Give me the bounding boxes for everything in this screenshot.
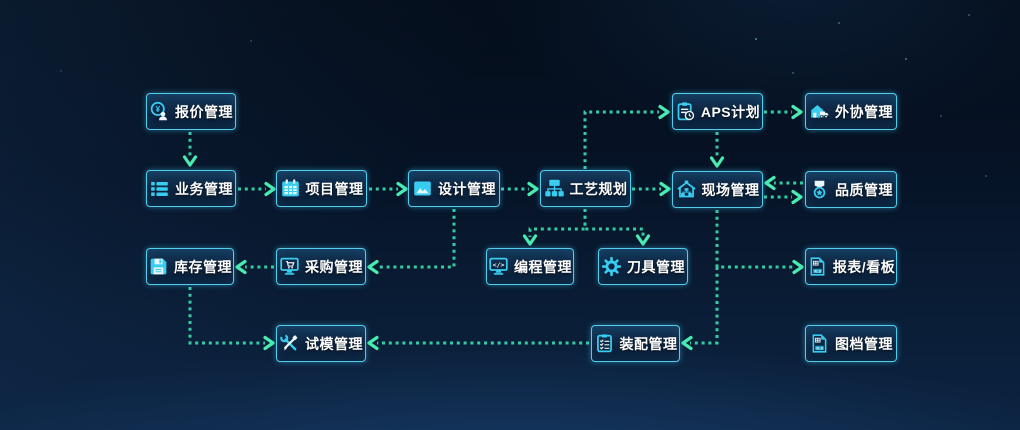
node-label: 装配管理 <box>619 335 678 352</box>
edge-process-to-aps <box>583 110 659 169</box>
arrowhead-icon <box>791 189 803 205</box>
arrowhead-icon <box>182 155 198 167</box>
node-quality-management[interactable]: 品质管理 <box>805 171 897 208</box>
node-inventory-management[interactable]: 库存管理 <box>146 248 234 285</box>
arrowhead-icon <box>264 181 276 197</box>
clipboard-clock-icon <box>675 101 696 122</box>
floppy-disk-icon <box>148 256 169 277</box>
edge-process-to-tool <box>583 209 645 237</box>
node-drawing-archive-management[interactable]: XLS 图档管理 <box>805 325 897 362</box>
arrowhead-icon <box>527 181 539 197</box>
wrench-screwdriver-icon <box>279 333 300 354</box>
node-label: 项目管理 <box>305 180 364 197</box>
node-design-management[interactable]: 设计管理 <box>408 170 500 207</box>
node-label: 采购管理 <box>305 258 363 275</box>
node-label: 试模管理 <box>305 335 363 352</box>
node-aps-plan[interactable]: APS计划 <box>672 93 763 130</box>
node-label: 设计管理 <box>438 180 496 197</box>
node-business-management[interactable]: 业务管理 <box>146 170 236 207</box>
arrowhead-icon <box>635 234 651 246</box>
svg-text:XLS: XLS <box>816 346 824 350</box>
arrowhead-icon <box>367 335 379 351</box>
edge-site-to-report <box>715 210 794 269</box>
node-label: 现场管理 <box>701 181 760 198</box>
edge-process-to-programming <box>528 209 587 237</box>
node-outsourcing-management[interactable]: 外协管理 <box>805 93 897 130</box>
clipboard-checklist-icon <box>594 333 615 354</box>
node-label: 库存管理 <box>174 258 232 275</box>
list-icon <box>149 178 170 199</box>
factory-truck-icon <box>809 101 830 122</box>
node-project-management[interactable]: 项目管理 <box>276 170 367 207</box>
node-label: APS计划 <box>700 103 761 120</box>
node-quote-management[interactable]: ¥ 报价管理 <box>146 93 236 130</box>
node-trial-mold-management[interactable]: 试模管理 <box>276 325 366 362</box>
arrowhead-icon <box>367 259 379 275</box>
arrowhead-icon <box>764 175 776 191</box>
edge-design-to-purchase <box>377 209 456 269</box>
svg-text:</>: </> <box>493 261 505 269</box>
node-label: 刀具管理 <box>627 258 685 275</box>
arrowhead-icon <box>659 181 671 197</box>
calendar-icon <box>280 178 301 199</box>
node-label: 报价管理 <box>175 103 233 120</box>
gear-icon <box>601 256 622 277</box>
node-label: 报表/看板 <box>832 258 896 275</box>
node-label: 业务管理 <box>175 180 233 197</box>
node-label: 编程管理 <box>514 258 572 275</box>
node-assembly-management[interactable]: 装配管理 <box>591 325 680 362</box>
edge-site-to-assembly <box>690 267 719 345</box>
arrowhead-icon <box>791 104 803 120</box>
edge-inventory-to-trial <box>188 287 265 345</box>
sitemap-icon <box>544 178 565 199</box>
node-tool-management[interactable]: 刀具管理 <box>598 248 688 285</box>
arrowhead-icon <box>522 234 538 246</box>
svg-text:XLS: XLS <box>814 269 822 273</box>
workshop-icon <box>676 179 697 200</box>
xls-file-icon: XLS <box>809 333 830 354</box>
node-purchase-management[interactable]: 采购管理 <box>276 248 366 285</box>
arrowhead-icon <box>235 259 247 275</box>
node-label: 品质管理 <box>835 181 893 198</box>
coin-person-icon: ¥ <box>149 101 170 122</box>
node-process-planning[interactable]: 工艺规划 <box>540 170 631 207</box>
image-icon <box>412 178 433 199</box>
arrowhead-icon <box>396 181 408 197</box>
svg-text:¥: ¥ <box>156 105 161 114</box>
arrowhead-icon <box>681 335 693 351</box>
node-label: 外协管理 <box>835 103 893 120</box>
node-site-management[interactable]: 现场管理 <box>672 171 763 208</box>
arrowhead-icon <box>709 156 725 168</box>
arrowhead-icon <box>658 104 670 120</box>
monitor-cart-icon <box>279 256 300 277</box>
node-programming-management[interactable]: </> 编程管理 <box>486 248 574 285</box>
arrowhead-icon <box>792 259 804 275</box>
arrowhead-icon <box>263 335 275 351</box>
medal-icon <box>809 179 830 200</box>
node-label: 工艺规划 <box>569 180 628 197</box>
monitor-code-icon: </> <box>488 256 509 277</box>
xls-file-icon: XLS <box>807 256 828 277</box>
node-label: 图档管理 <box>835 335 893 352</box>
node-report-dashboard[interactable]: XLS 报表/看板 <box>805 248 897 285</box>
